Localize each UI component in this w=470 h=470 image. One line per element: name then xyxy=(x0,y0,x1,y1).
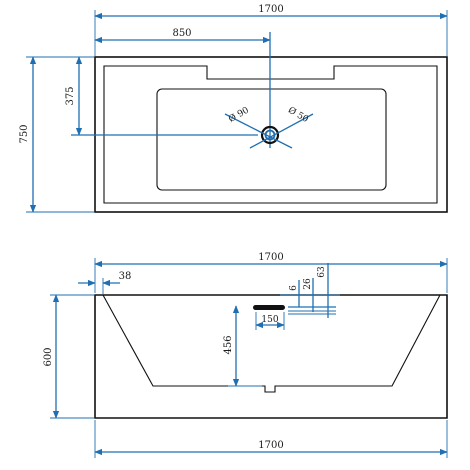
dim-label-inner-depth: 456 xyxy=(223,335,234,354)
dim-label-overflow-b: 26 xyxy=(303,278,313,290)
tub-outline-side xyxy=(94,294,448,419)
overflow-slot xyxy=(253,305,285,310)
dim-label-side-length-bottom: 1700 xyxy=(258,440,283,451)
dim-label-side-length-top: 1700 xyxy=(258,252,283,263)
dim-label-rim: 38 xyxy=(119,271,132,282)
tub-inner-profile xyxy=(102,294,441,393)
dim-label-overall-width: 750 xyxy=(19,124,30,143)
dim-label-overflow-a: 6 xyxy=(289,285,299,291)
dim-label-overall-length: 1700 xyxy=(258,4,283,15)
dim-label-drain-x: 850 xyxy=(172,28,191,39)
dim-label-side-height: 600 xyxy=(43,347,54,366)
drain-leader-outer xyxy=(224,113,293,149)
dim-label-overflow-width: 150 xyxy=(261,315,278,325)
drain: Ø 90 Ø 50 xyxy=(224,105,314,149)
top-view: 1700 850 750 375 Ø 90 Ø 50 xyxy=(19,4,448,213)
drain-outer-ring xyxy=(260,125,280,145)
tub-inner-rim xyxy=(103,65,438,204)
dim-label-drain-y: 375 xyxy=(65,86,76,105)
tub-basin xyxy=(156,88,387,191)
dim-label-drain-outer: Ø 90 xyxy=(227,105,252,126)
drain-leader-inner xyxy=(249,113,314,149)
dim-label-overflow-c: 63 xyxy=(317,266,327,278)
side-view: 1700 38 6 26 63 150 600 456 xyxy=(43,252,448,458)
